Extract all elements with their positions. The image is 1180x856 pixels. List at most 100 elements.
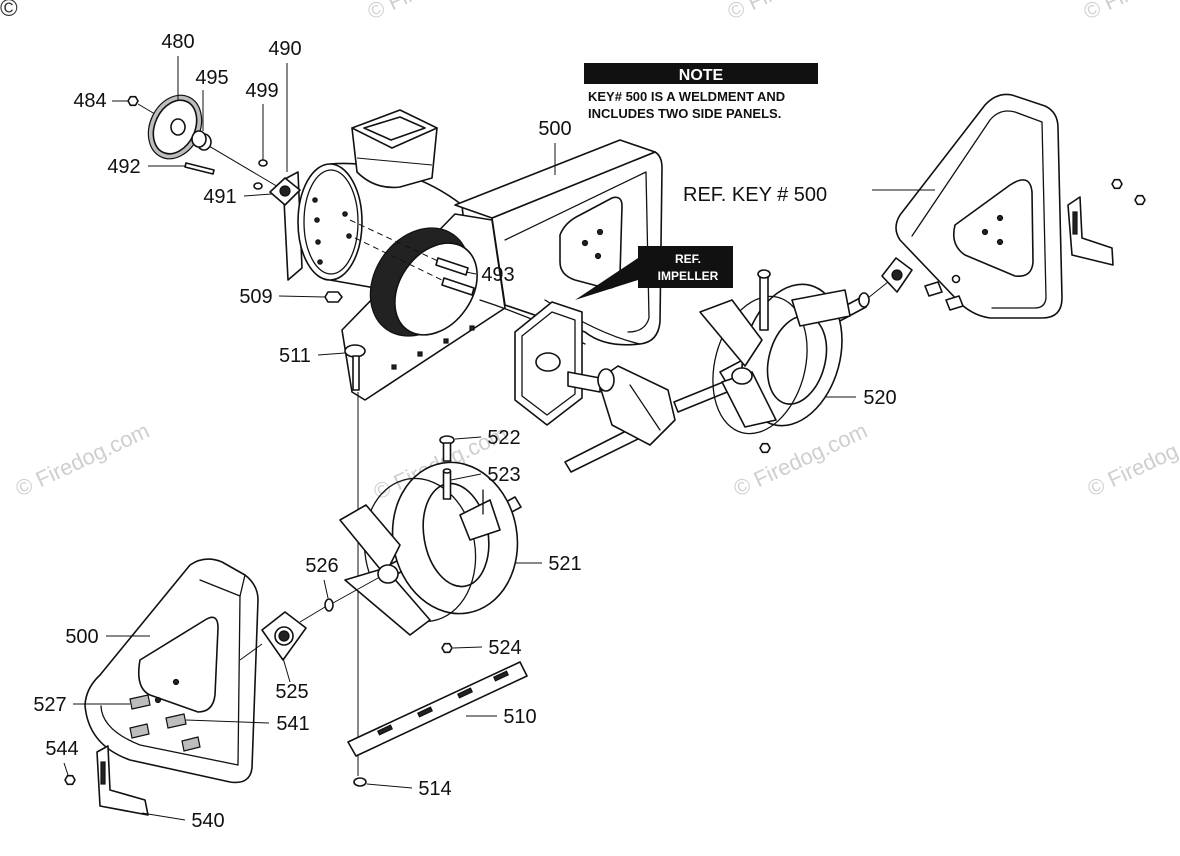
leader-526	[323, 579, 329, 599]
part-493-bolt-lower	[441, 277, 475, 296]
part-510-scraper-bar	[347, 661, 528, 787]
watermark-left: © Firedog.com	[12, 418, 154, 502]
note-heading: NOTE	[679, 67, 724, 84]
callout-490: 490	[268, 38, 301, 60]
plate-slot	[443, 338, 449, 344]
part-511-carriage-bolt-shank	[352, 355, 360, 391]
bracket-nut	[1134, 194, 1146, 206]
ref-impeller-line-1: REF.	[675, 252, 701, 266]
leader-514	[366, 783, 413, 789]
part-480-pulley-hub	[170, 118, 186, 136]
left-panel-flange	[239, 574, 246, 597]
gearbox-seam	[629, 384, 661, 431]
ref-impeller-line-2: IMPELLER	[658, 269, 719, 283]
callout-numbers: 480 490 484 495 499 492 491 500 493 509 …	[33, 31, 896, 832]
part-493-bolt	[435, 257, 469, 276]
callout-521: 521	[548, 553, 581, 575]
auger-520-washer	[858, 292, 870, 308]
auger-520-bolt-head	[757, 269, 771, 279]
watermark-top-1: © Firedog.com	[364, 0, 506, 25]
right-panel-hole	[996, 214, 1004, 222]
leader-491	[243, 193, 273, 197]
callout-499: 499	[245, 80, 278, 102]
leader-544	[63, 762, 69, 776]
drum-hole	[317, 259, 323, 265]
auger-521-axis-left	[299, 606, 326, 623]
scraper-bar	[347, 661, 528, 757]
drum-hole	[314, 217, 320, 223]
drum-hole	[315, 239, 321, 245]
part-524-nut	[441, 642, 453, 654]
ref-impeller-tag: REF. IMPELLER	[575, 246, 733, 300]
leader-522	[454, 436, 482, 440]
weldment-panel-edge	[504, 171, 650, 333]
plate-slot	[417, 351, 423, 357]
discharge-chute-opening	[363, 116, 426, 141]
auger-520-shear-bolt	[759, 273, 769, 331]
right-panel-cutout	[952, 179, 1034, 278]
auger-521-blade	[339, 504, 401, 576]
callout-492: 492	[107, 156, 140, 178]
part-492-key	[184, 162, 215, 175]
weldment-top-band	[454, 139, 656, 219]
auger-520-nut	[759, 442, 771, 454]
part-541-bolt-lower	[181, 736, 201, 752]
callout-524: 524	[488, 637, 521, 659]
part-495-bearing	[191, 130, 207, 148]
left-panel-edge	[100, 579, 241, 766]
leader-540	[141, 812, 186, 821]
scraper-slot	[377, 724, 393, 736]
callout-500-top: 500	[538, 118, 571, 140]
auger-520-blade	[791, 289, 851, 327]
auger-521-flight-front	[363, 477, 477, 623]
left-panel-hole	[172, 678, 180, 686]
plate-slot	[469, 325, 475, 331]
callout-493: 493	[481, 264, 514, 286]
right-panel-bolt	[924, 281, 943, 297]
part-527-bolt-lower	[129, 723, 150, 739]
part-541-bolt	[165, 713, 187, 729]
note-heading-bar	[584, 63, 818, 84]
part-544-nut	[64, 774, 76, 786]
auger-520-axis	[867, 281, 889, 299]
discharge-chute-neck	[351, 127, 438, 189]
callout-511: 511	[279, 345, 311, 367]
callout-495: 495	[195, 67, 228, 89]
ref-impeller-pointer	[575, 258, 638, 300]
right-panel-hole	[996, 238, 1004, 246]
mount-plate-edge	[521, 311, 576, 416]
scraper-slot	[457, 687, 473, 699]
part-522-bolt-shank	[442, 442, 452, 462]
watermark-center-right: © Firedog.com	[730, 418, 872, 502]
part-525-bearing	[261, 611, 307, 661]
panel-hole	[594, 252, 602, 260]
ref-key-label: REF. KEY # 500	[683, 184, 827, 206]
leader-523	[450, 473, 482, 481]
part-491-bearing-bore	[279, 185, 291, 197]
watermark-right: © Firedog.com	[1084, 418, 1180, 502]
auger-521-blade	[459, 499, 501, 541]
part-509-bolt	[324, 291, 343, 303]
chute-seam	[356, 157, 433, 166]
callout-526: 526	[305, 555, 338, 577]
watermark-top-3: © Firedog.com	[1080, 0, 1180, 25]
drum-face-rim	[297, 163, 363, 281]
mount-plate-bore	[535, 352, 561, 372]
scraper-slot	[493, 670, 509, 682]
callout-514: 514	[418, 778, 451, 800]
callout-480: 480	[161, 31, 194, 53]
leader-509	[278, 295, 326, 298]
copyright-mark: ©	[0, 0, 18, 22]
leader-524	[452, 646, 483, 649]
left-panel-cutout	[137, 616, 219, 713]
callout-484: 484	[73, 90, 106, 112]
callout-509: 509	[239, 286, 272, 308]
gearbox-input-shaft	[567, 371, 601, 393]
note-line-1: KEY# 500 IS A WELDMENT AND	[588, 89, 785, 104]
bearing-525-bore	[278, 630, 290, 642]
callout-522: 522	[487, 427, 520, 449]
note-line-2: INCLUDES TWO SIDE PANELS.	[588, 106, 781, 121]
callout-500-left: 500	[65, 626, 98, 648]
note-block: NOTE KEY# 500 IS A WELDMENT AND INCLUDES…	[584, 63, 818, 121]
